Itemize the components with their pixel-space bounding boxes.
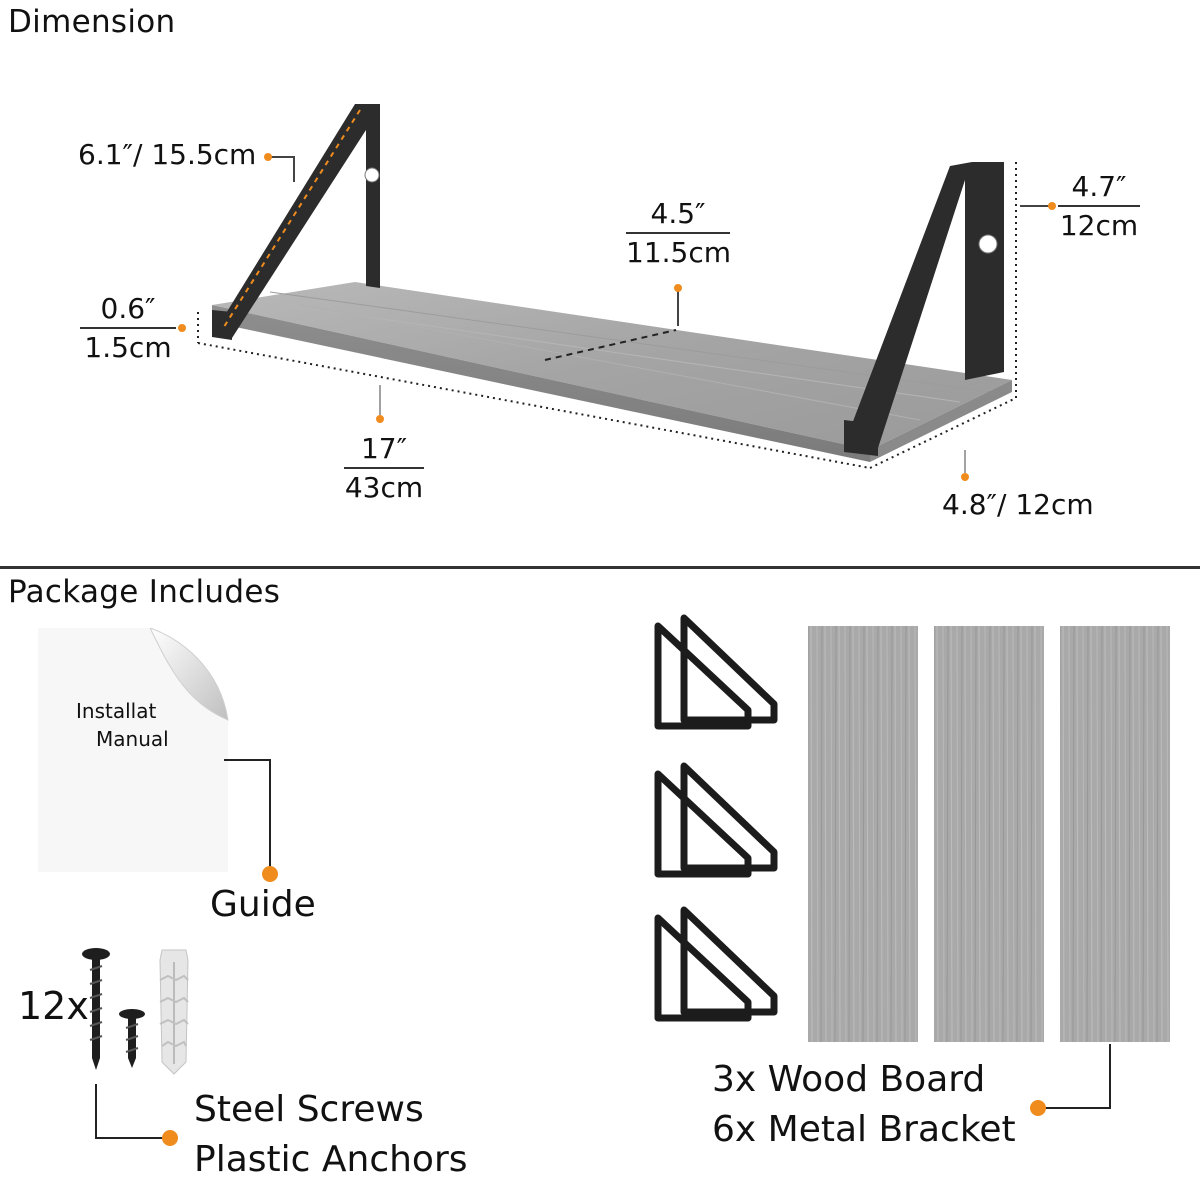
length-inches: 17″	[344, 432, 424, 469]
thickness-label: 0.6″ 1.5cm	[80, 292, 176, 364]
manual-line-2: Manual	[96, 727, 169, 751]
length-cm: 43cm	[344, 471, 424, 504]
bracket-length-label: 6.1″/ 15.5cm	[78, 138, 257, 171]
depth-cm: 11.5cm	[626, 236, 732, 269]
boards-callout	[1030, 1044, 1111, 1116]
shelf-diagram	[178, 104, 1056, 481]
wood-board-1	[808, 626, 918, 1042]
bracket-pair-3	[654, 906, 778, 1022]
guide-callout	[224, 759, 278, 882]
left-bracket	[212, 104, 380, 340]
length-label: 17″ 43cm	[344, 432, 424, 504]
screws-callout	[95, 1084, 178, 1146]
height-inches: 4.7″	[1058, 170, 1140, 207]
depth-inches: 4.5″	[626, 197, 730, 234]
page-curl-icon	[150, 628, 229, 721]
wood-board-2	[934, 626, 1044, 1042]
wood-boards-illustration	[808, 626, 1170, 1042]
shelf-board-top	[212, 282, 1012, 450]
package-heading: Package Includes	[8, 574, 281, 610]
installation-manual: Installat Manual	[38, 628, 228, 872]
metal-brackets-illustration	[654, 614, 778, 1022]
section-divider	[0, 566, 1200, 569]
screws-line-2: Plastic Anchors	[194, 1139, 468, 1180]
shelf-board-front	[212, 305, 870, 462]
screws-count: 12x	[18, 984, 89, 1028]
board-width-label: 4.8″/ 12cm	[942, 488, 1094, 521]
long-screw-icon	[82, 948, 110, 1070]
wood-board-3	[1060, 626, 1170, 1042]
bracket-pair-2	[654, 762, 778, 878]
screws-line-1: Steel Screws	[194, 1089, 424, 1130]
screws-anchors-illustration	[82, 948, 189, 1075]
plastic-anchor-icon	[159, 949, 189, 1075]
short-screw-icon	[119, 1009, 145, 1068]
depth-label: 4.5″ 11.5cm	[626, 197, 732, 269]
height-label: 4.7″ 12cm	[1058, 170, 1140, 242]
boards-line-1: 3x Wood Board	[712, 1059, 986, 1100]
guide-label: Guide	[210, 884, 316, 925]
thickness-inches: 0.6″	[80, 292, 176, 329]
thickness-cm: 1.5cm	[84, 331, 172, 364]
bracket-pair-1	[654, 614, 778, 730]
right-bracket	[844, 162, 1004, 456]
height-cm: 12cm	[1059, 209, 1139, 242]
boards-line-2: 6x Metal Bracket	[712, 1109, 1016, 1150]
manual-line-1: Installat	[76, 699, 157, 723]
dimension-heading: Dimension	[8, 4, 176, 40]
